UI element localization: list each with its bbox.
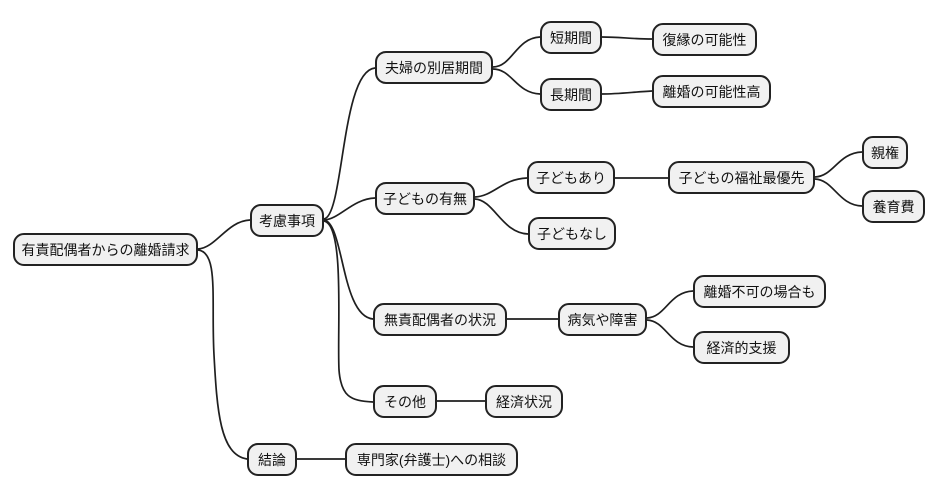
edge-child-welfare-child-support (814, 178, 863, 207)
edge-root-conclusion (197, 249, 248, 460)
node-financial-support: 経済的支援 (693, 331, 790, 364)
edge-considerations-children-presence (323, 197, 376, 221)
node-child-support: 養育費 (862, 190, 925, 223)
edge-considerations-other (323, 220, 374, 403)
edge-illness-divorce-not-possible (646, 290, 694, 319)
edge-illness-financial-support (646, 319, 694, 348)
edge-children-has-children (474, 177, 528, 198)
edge-children-no-children (474, 198, 529, 235)
node-illness-disability: 病気や障害 (558, 303, 647, 336)
node-no-children: 子どもなし (528, 217, 616, 250)
node-other: その他 (373, 385, 437, 418)
node-considerations: 考慮事項 (250, 204, 324, 237)
node-child-welfare-priority: 子どもの福祉最優先 (668, 161, 815, 194)
node-conclusion: 結論 (247, 443, 297, 476)
node-divorce-likely: 離婚の可能性高 (652, 75, 771, 108)
node-divorce-not-possible: 離婚不可の場合も (693, 275, 826, 308)
node-separation-period: 夫婦の別居期間 (375, 51, 493, 84)
edge-root-considerations (197, 219, 251, 250)
node-root: 有責配偶者からの離婚請求 (13, 233, 198, 266)
node-economic-situation: 経済状況 (485, 385, 563, 418)
edge-child-welfare-custody (814, 151, 863, 178)
edge-separation-long-period (492, 68, 541, 95)
edge-short-period-reconciliation (601, 36, 653, 40)
edge-long-period-divorce-likely (601, 90, 653, 95)
node-has-children: 子どもあり (527, 161, 615, 194)
edge-separation-short-period (492, 36, 541, 68)
node-short-period: 短期間 (540, 21, 602, 54)
edge-considerations-separation-period (323, 67, 376, 220)
node-long-period: 長期間 (540, 78, 602, 111)
node-reconciliation-possibility: 復縁の可能性 (652, 23, 757, 56)
edge-considerations-innocent-spouse (323, 219, 374, 320)
node-children-presence: 子どもの有無 (375, 182, 475, 215)
node-innocent-spouse-situation: 無責配偶者の状況 (373, 303, 507, 336)
node-custody: 親権 (862, 136, 908, 169)
node-expert-consultation: 専門家(弁護士)への相談 (345, 443, 518, 476)
